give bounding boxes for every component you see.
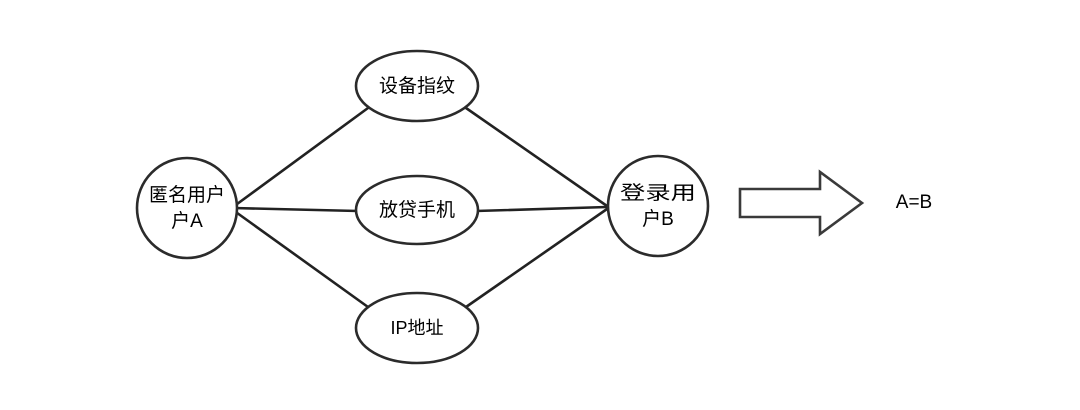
edge-left-user-to-ip-address [231,208,370,309]
edge-group [231,106,609,309]
anonymous-user-label-line2: 户A [171,210,203,232]
logged-in-user-label-line2: 户B [642,208,674,230]
edge-device-fingerprint-to-right-user [464,106,609,208]
node-loan-phone[interactable]: 放贷手机 [354,174,480,246]
device-fingerprint-label: 设备指纹 [379,75,455,97]
edge-ip-address-to-right-user [464,207,609,309]
logged-in-user-label-line1: 登录用 [620,182,696,204]
anonymous-user-label-line1: 匿名用户 [149,184,225,206]
anonymous-user-circle [135,156,239,260]
conclusion-block-arrow-icon [738,169,865,237]
edge-left-user-to-device-fingerprint [231,106,370,209]
node-logged-in-user-b[interactable]: 登录用 户B [606,154,710,258]
node-device-fingerprint[interactable]: 设备指纹 [354,49,480,123]
ip-address-label: IP地址 [390,318,443,338]
node-anonymous-user-a[interactable]: 匿名用户 户A [135,156,239,260]
edge-loan-phone-to-right-user [474,205,609,213]
device-fingerprint-ellipse [354,49,480,123]
logged-in-user-circle [606,154,710,258]
loan-phone-label: 放贷手机 [379,199,455,221]
node-ip-address[interactable]: IP地址 [354,291,480,365]
edge-left-user-to-loan-phone [231,206,360,213]
ip-address-ellipse [354,291,480,365]
conclusion-label: A=B [896,192,932,213]
loan-phone-ellipse [354,174,480,246]
